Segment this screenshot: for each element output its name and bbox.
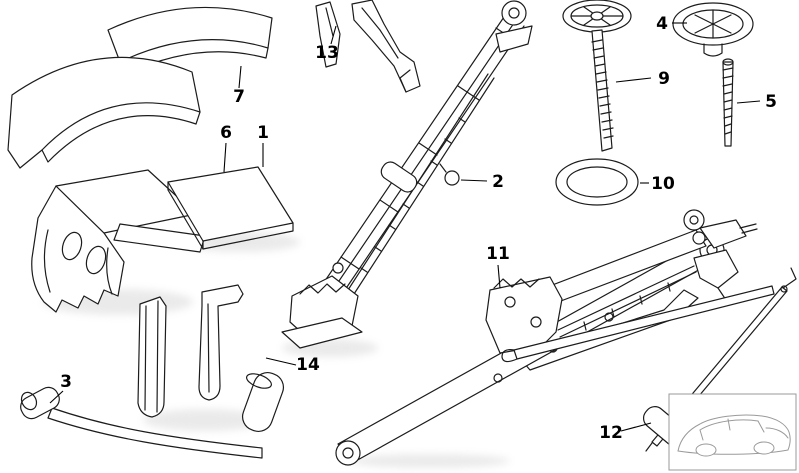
part-label-14: 14 [296, 355, 320, 375]
part-label-11: 11 [486, 244, 510, 264]
seal-ring [555, 158, 639, 206]
part-label-9: 9 [658, 69, 670, 89]
part-label-12: 12 [599, 423, 623, 443]
part-label-13: 13 [315, 43, 339, 63]
part-label-5: 5 [765, 92, 777, 112]
screw-spindle-with-disc [562, 0, 632, 152]
tool-holder-brackets [137, 284, 285, 432]
leader-lines [49, 22, 761, 432]
lug-wrench [20, 386, 263, 459]
wheel-chock [31, 169, 206, 313]
part-label-4: 4 [656, 14, 668, 34]
threaded-bolt [722, 58, 734, 147]
part-label-3: 3 [60, 372, 72, 392]
vehicle-thumbnail [668, 393, 797, 471]
foam-wedges [7, 6, 273, 169]
thumbnail-frame [668, 393, 797, 471]
part-labels: 1 2 3 4 5 6 7 9 10 11 12 13 14 [60, 14, 777, 443]
part-label-7: 7 [233, 87, 245, 107]
part-label-2: 2 [492, 172, 504, 192]
cover-cap [672, 2, 754, 57]
tool-tray-board [167, 166, 294, 250]
car-outline-icon [677, 414, 791, 457]
part-label-1: 1 [257, 123, 269, 143]
part-label-6: 6 [220, 123, 232, 143]
part-label-10: 10 [651, 174, 675, 194]
mounting-bracket [315, 0, 421, 93]
jack-spindle-assembly [281, 0, 533, 349]
